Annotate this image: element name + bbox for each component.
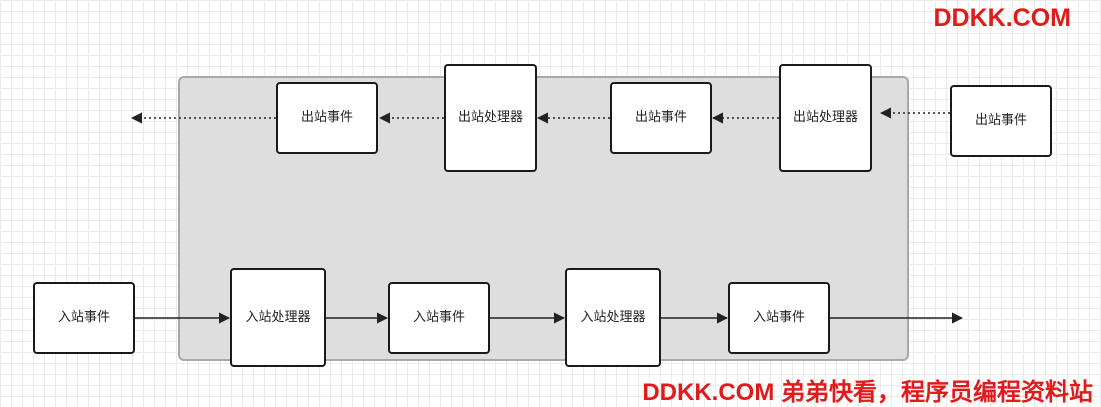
inbound-event-right: 入站事件 xyxy=(728,282,830,354)
inbound-event-left: 入站事件 xyxy=(33,282,135,354)
inbound-event-mid: 入站事件 xyxy=(388,282,490,354)
watermark-top: DDKK.COM xyxy=(933,4,1072,32)
outbound-event-right: 出站事件 xyxy=(950,85,1052,157)
outbound-handler-right: 出站处理器 xyxy=(779,64,872,172)
inbound-handler-left: 入站处理器 xyxy=(230,268,326,367)
outbound-handler-left: 出站处理器 xyxy=(444,64,537,172)
outbound-event-left: 出站事件 xyxy=(276,82,378,154)
outbound-event-mid: 出站事件 xyxy=(610,82,712,154)
inbound-handler-right: 入站处理器 xyxy=(565,268,661,367)
